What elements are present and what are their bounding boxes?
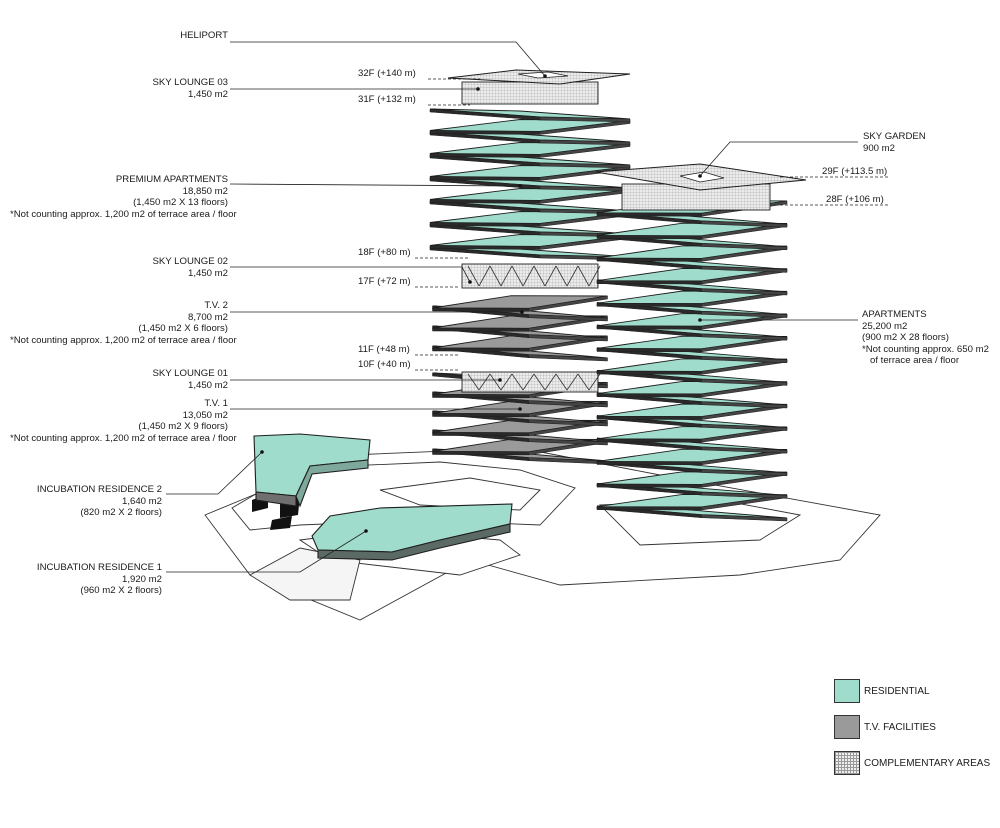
- truss-member: [555, 265, 568, 287]
- truss-member: [522, 265, 535, 287]
- level-10f: 10F (+40 m): [358, 359, 411, 370]
- label-incubation-residence-1: INCUBATION RESIDENCE 1 1,920 m2 (960 m2 …: [36, 562, 162, 596]
- tv2-floor-slab: [432, 295, 608, 312]
- sky-lounge-01-volume: [461, 371, 599, 393]
- truss-member: [478, 373, 491, 391]
- level-18f: 18F (+80 m): [358, 247, 411, 258]
- heliport-leader-dot: [543, 74, 547, 78]
- truss-member: [467, 373, 480, 391]
- truss-member: [489, 373, 502, 391]
- incubation-2-leader: [166, 451, 263, 495]
- apartments-leader-dot: [698, 318, 702, 322]
- apartments-floor-slab: [596, 471, 788, 488]
- legend-swatch-residential: [834, 679, 860, 703]
- apartments-floor-slab: [596, 313, 788, 330]
- truss-member: [500, 265, 513, 287]
- apartments-floor-slab: [596, 245, 788, 262]
- level-11f: 11F (+48 m): [358, 344, 410, 355]
- truss-member: [489, 265, 502, 287]
- truss-member: [511, 265, 524, 287]
- leader-lines: [166, 41, 888, 573]
- sky-lounge-03-volume: [461, 81, 599, 105]
- legend-swatch-complementary-areas: [834, 751, 860, 775]
- sky-lounge-03-leader-dot: [476, 87, 480, 91]
- label-tv1: T.V. 1 13,050 m2 (1,450 m2 X 9 floors) *…: [10, 398, 237, 444]
- apartments-floor-slab: [596, 290, 788, 307]
- premium-apartments-floor-slab: [429, 165, 631, 181]
- apartments-floor-slab: [596, 380, 788, 398]
- truss-member: [588, 373, 601, 391]
- premium-apartments-floor-slab: [429, 142, 631, 158]
- premium-apartments-floor-slab: [429, 119, 631, 135]
- level-28f: 28F (+106 m): [826, 194, 884, 205]
- tower-a: [429, 69, 631, 465]
- tv1-leader-dot: [518, 407, 522, 411]
- sky-lounge-02-leader-dot: [468, 280, 472, 284]
- truss-member: [511, 373, 524, 391]
- label-incubation-residence-2: INCUBATION RESIDENCE 2 1,640 m2 (820 m2 …: [36, 484, 162, 518]
- truss-member: [577, 265, 590, 287]
- legend-swatch-tv-facilities: [834, 715, 860, 739]
- heliport-leader: [230, 41, 546, 77]
- truss-member: [533, 373, 546, 391]
- legend-item-complementary-areas: COMPLEMENTARY AREAS: [834, 750, 990, 776]
- incubation-1-leader: [166, 530, 367, 573]
- label-sky-lounge-03: SKY LOUNGE 03 1,450 m2: [152, 77, 228, 100]
- truss-member: [544, 265, 557, 287]
- tv2-leader-dot: [520, 310, 524, 314]
- truss-member: [566, 373, 579, 391]
- legend-item-tv-facilities: T.V. FACILITIES: [834, 714, 936, 740]
- label-premium-apartments: PREMIUM APARTMENTS 18,850 m2 (1,450 m2 X…: [10, 174, 237, 220]
- truss-member: [555, 373, 568, 391]
- apartments-floor-slab: [596, 335, 788, 353]
- truss-member: [566, 265, 579, 287]
- label-tv2: T.V. 2 8,700 m2 (1,450 m2 X 6 floors) *N…: [10, 300, 237, 346]
- label-sky-lounge-02: SKY LOUNGE 02 1,450 m2: [152, 256, 228, 279]
- incubation-residence-1-volume: [311, 503, 513, 561]
- truss-member: [533, 265, 546, 287]
- premium-apartments-floor-slab: [429, 108, 631, 123]
- label-sky-garden: SKY GARDEN 900 m2: [863, 131, 926, 154]
- apartments-floor-slab: [596, 358, 788, 375]
- truss-member: [467, 265, 480, 287]
- incubation-1-leader-dot: [364, 529, 368, 533]
- level-29f: 29F (+113.5 m): [822, 166, 888, 177]
- incubation-2-leader-dot: [260, 450, 264, 454]
- premium-apartments-leader-dot: [518, 184, 522, 188]
- apartments-floor-slab: [596, 222, 788, 240]
- level-31f: 31F (+132 m): [358, 94, 416, 105]
- premium-apartments-floor-slab: [429, 188, 631, 204]
- incubation-residence-2-volume: [253, 433, 371, 508]
- label-heliport: HELIPORT: [180, 30, 228, 41]
- sky-garden-leader-dot: [698, 174, 702, 178]
- apartments-floor-slab: [596, 403, 788, 420]
- truss-member: [577, 373, 590, 391]
- level-32f: 32F (+140 m): [358, 68, 416, 79]
- truss-member: [544, 373, 557, 391]
- label-sky-lounge-01: SKY LOUNGE 01 1,450 m2: [152, 368, 228, 391]
- apartments-floor-slab: [596, 426, 788, 443]
- premium-apartments-leader: [229, 183, 521, 187]
- truss-member: [478, 265, 491, 287]
- truss-member: [588, 265, 601, 287]
- truss-member: [500, 373, 513, 391]
- tower-b: [595, 163, 807, 522]
- sky-lounge-02-volume: [461, 263, 599, 289]
- label-apartments: APARTMENTS 25,200 m2 (900 m2 X 28 floors…: [862, 309, 989, 366]
- sky-lounge-02-leader: [230, 266, 471, 283]
- apartments-floor-slab: [596, 267, 788, 285]
- sky-garden-leader: [699, 141, 858, 177]
- legend-item-residential: RESIDENTIAL: [834, 678, 930, 704]
- apartments-floor-slab: [596, 448, 788, 466]
- sky-lounge-01-leader-dot: [498, 378, 502, 382]
- sky-garden-core: [679, 171, 725, 183]
- heliport-pad: [517, 71, 569, 79]
- level-17f: 17F (+72 m): [358, 276, 411, 287]
- truss-member: [522, 373, 535, 391]
- apartments-floor-slab: [596, 493, 788, 511]
